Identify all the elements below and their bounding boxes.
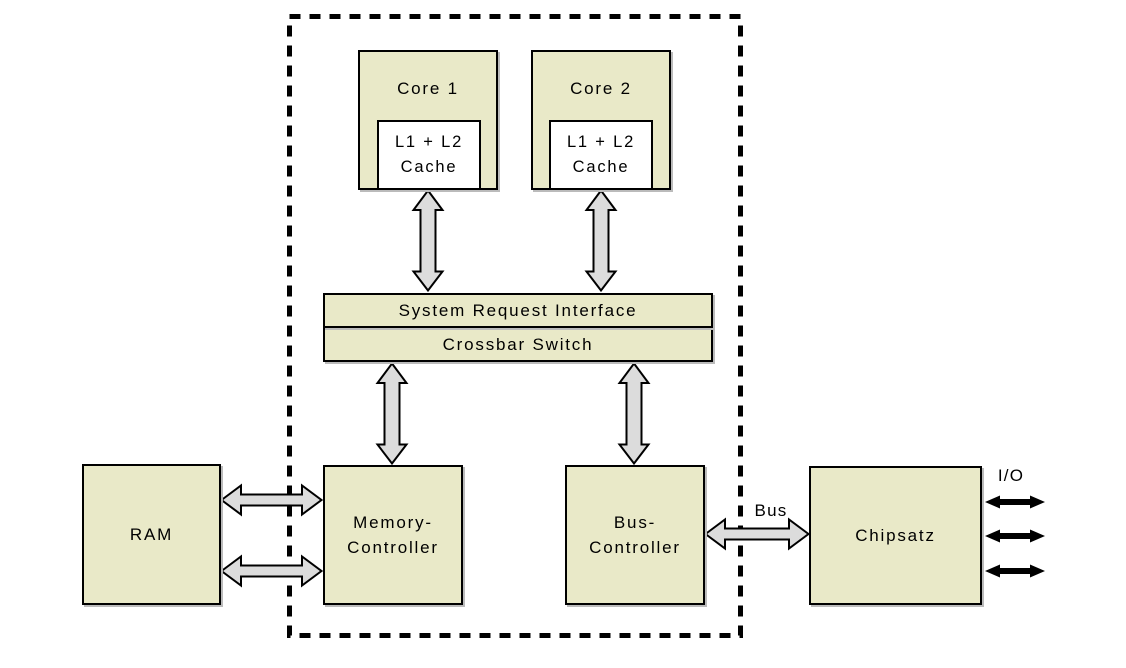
ram-label: RAM bbox=[129, 525, 174, 544]
ram-box: RAM bbox=[82, 464, 221, 605]
io-label: I/O bbox=[997, 466, 1025, 485]
memory-controller-label-line1: Memory- bbox=[353, 513, 433, 532]
bus-controller-label-line2: Controller bbox=[589, 538, 681, 557]
core1-cache-line1: L1 + L2 bbox=[394, 133, 464, 151]
cpu-die-boundary bbox=[287, 14, 743, 638]
core1-cache-line2: Cache bbox=[400, 158, 458, 176]
core2-box: Core 2 L1 + L2 Cache bbox=[531, 50, 671, 190]
core1-cache-box: L1 + L2 Cache bbox=[377, 120, 481, 190]
connector-crossbar-memory-controller-arrow bbox=[375, 361, 409, 466]
io-arrow-1 bbox=[985, 495, 1045, 509]
bus-controller-box: Bus- Controller bbox=[565, 465, 705, 605]
core2-cache-box: L1 + L2 Cache bbox=[549, 120, 653, 190]
core2-label: Core 2 bbox=[570, 79, 632, 98]
memory-controller-box: Memory- Controller bbox=[323, 465, 463, 605]
system-request-interface-label: System Request Interface bbox=[398, 300, 638, 320]
crossbar-switch-label: Crossbar Switch bbox=[442, 334, 594, 354]
core2-cache-line2: Cache bbox=[572, 158, 630, 176]
connector-bus-chipset-arrow bbox=[703, 517, 811, 551]
connector-ram-memory-arrow-1 bbox=[219, 483, 324, 517]
memory-controller-label-line2: Controller bbox=[347, 538, 439, 557]
io-arrow-3 bbox=[985, 564, 1045, 578]
core1-label: Core 1 bbox=[397, 79, 459, 98]
bus-controller-label-line1: Bus- bbox=[613, 513, 657, 532]
core2-cache-line1: L1 + L2 bbox=[566, 133, 636, 151]
bus-label: Bus bbox=[754, 501, 788, 520]
io-arrow-2 bbox=[985, 529, 1045, 543]
system-request-interface-bar: System Request Interface bbox=[323, 293, 713, 328]
connector-crossbar-bus-controller-arrow bbox=[617, 361, 651, 466]
connector-core1-sri-arrow bbox=[411, 188, 445, 293]
connector-core2-sri-arrow bbox=[584, 188, 618, 293]
connector-ram-memory-arrow-2 bbox=[219, 554, 324, 588]
core1-box: Core 1 L1 + L2 Cache bbox=[358, 50, 498, 190]
chipset-label: Chipsatz bbox=[855, 526, 936, 545]
chipset-box: Chipsatz bbox=[809, 466, 982, 605]
crossbar-switch-bar: Crossbar Switch bbox=[323, 327, 713, 362]
